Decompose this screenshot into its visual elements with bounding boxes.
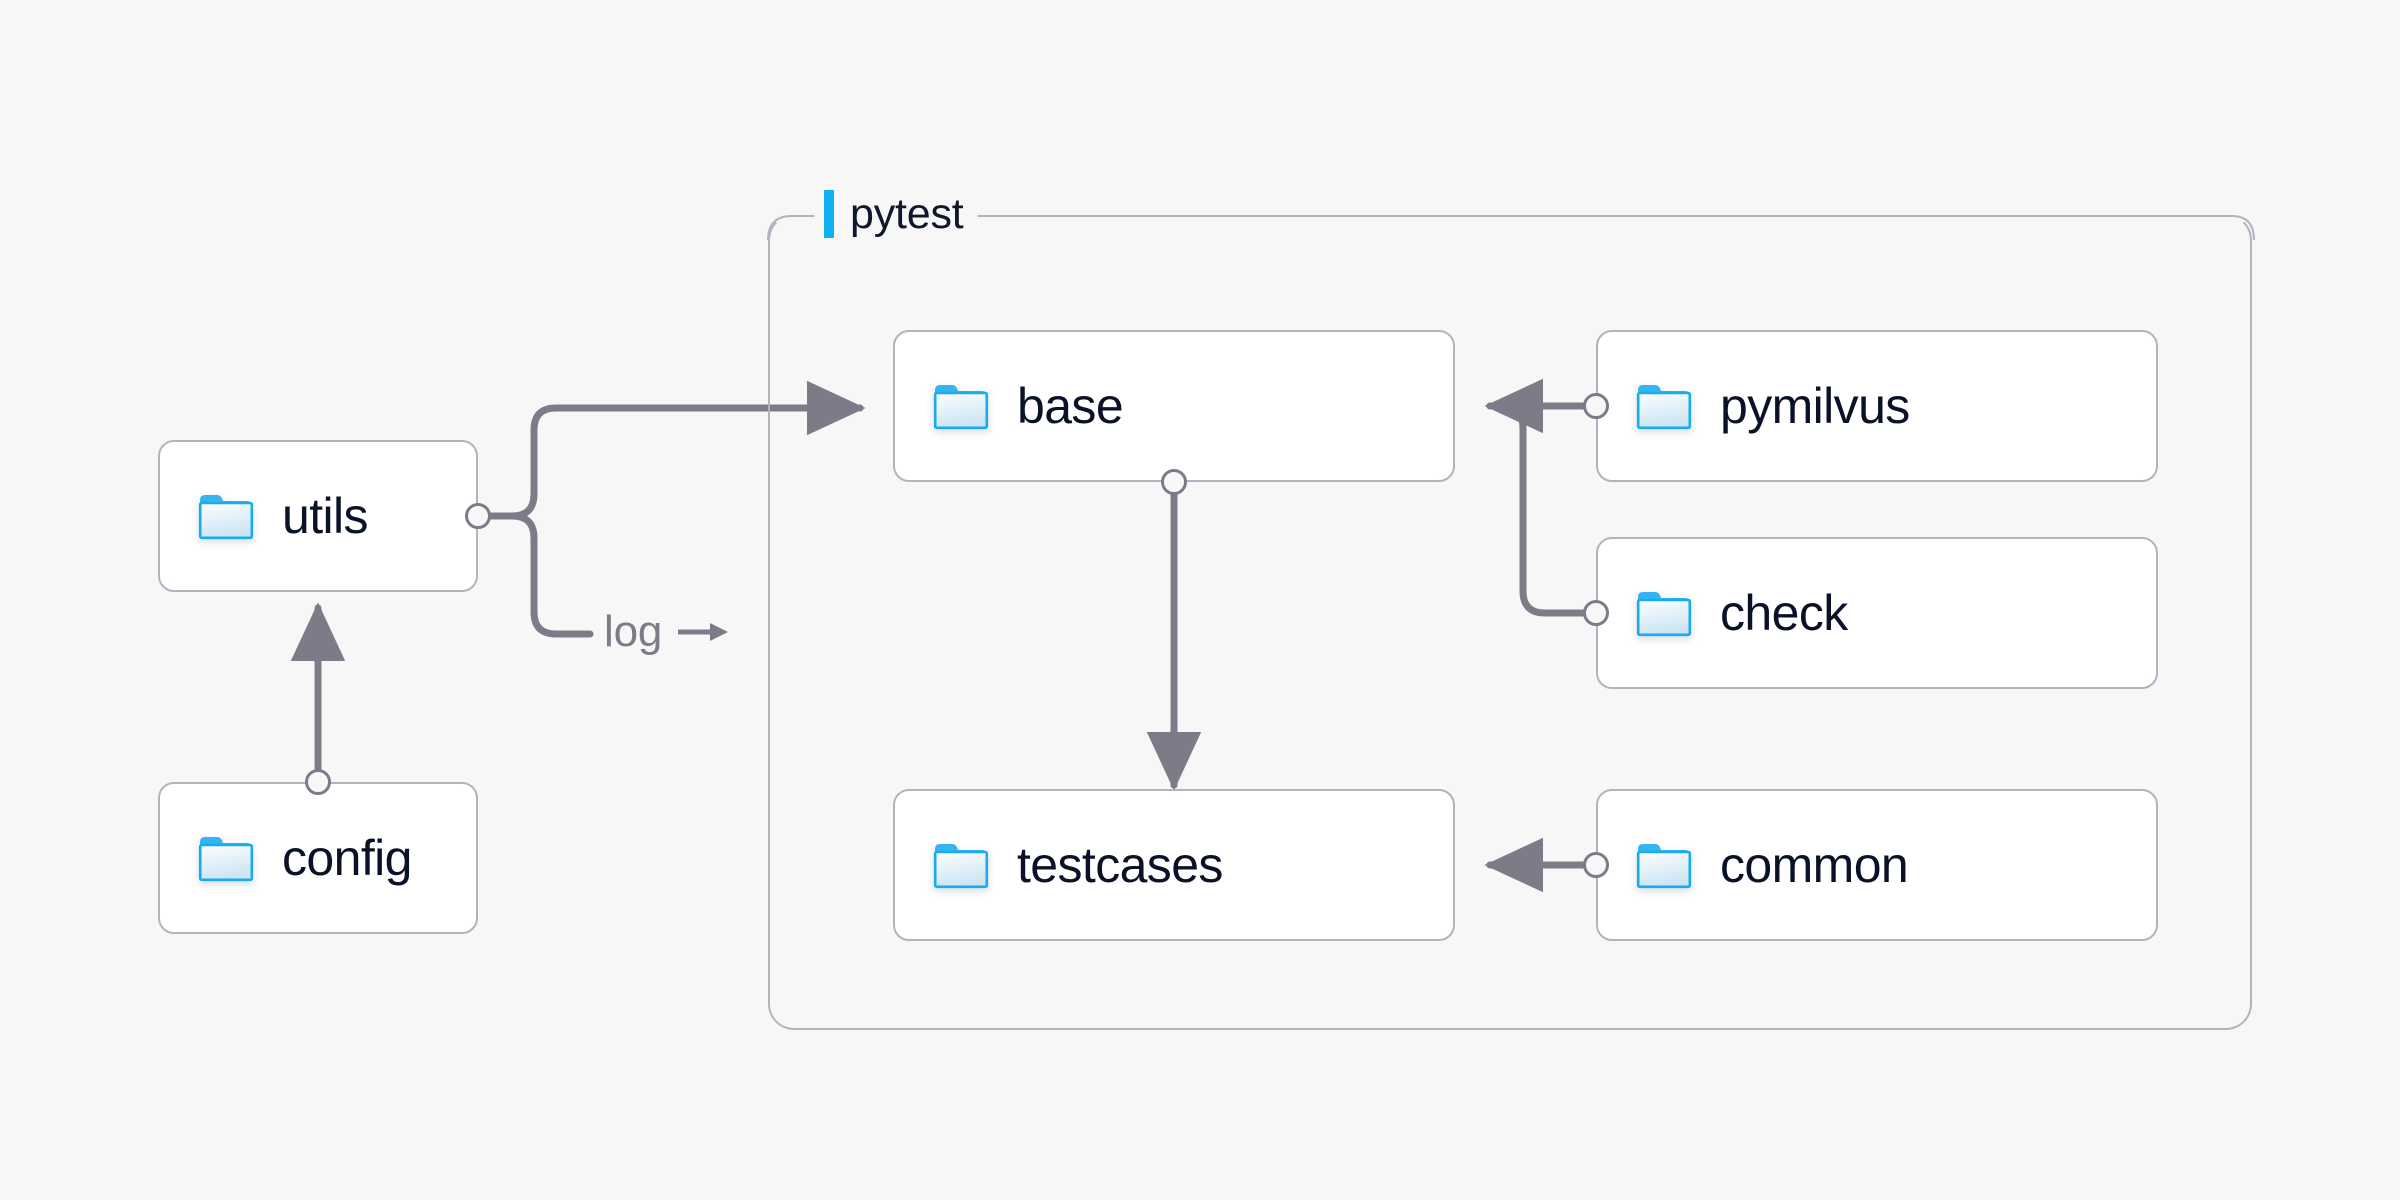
port-utils-right[interactable] (465, 503, 491, 529)
node-testcases[interactable]: testcases (893, 789, 1455, 941)
accent-bar-icon (824, 190, 834, 238)
folder-icon (198, 492, 254, 540)
node-common[interactable]: common (1596, 789, 2158, 941)
group-pytest (767, 214, 2255, 1030)
port-config-top[interactable] (305, 769, 331, 795)
node-pymilvus[interactable]: pymilvus (1596, 330, 2158, 482)
group-pytest-title: pytest (814, 186, 978, 242)
group-top-border (767, 215, 2255, 241)
group-pytest-label: pytest (850, 189, 964, 238)
folder-icon (1636, 382, 1692, 430)
edge-utils-to-log (486, 512, 594, 638)
node-testcases-label: testcases (1017, 837, 1223, 893)
port-check-left[interactable] (1583, 600, 1609, 626)
node-base[interactable]: base (893, 330, 1455, 482)
folder-icon (198, 834, 254, 882)
node-config[interactable]: config (158, 782, 478, 934)
edge-label-log: log (604, 610, 730, 654)
folder-icon (933, 841, 989, 889)
node-check[interactable]: check (1596, 537, 2158, 689)
port-common-left[interactable] (1583, 852, 1609, 878)
folder-icon (933, 382, 989, 430)
folder-icon (1636, 589, 1692, 637)
port-pymilvus-left[interactable] (1583, 393, 1609, 419)
node-check-label: check (1720, 585, 1848, 641)
node-config-label: config (282, 830, 412, 886)
node-utils-label: utils (282, 488, 369, 544)
arrow-right-icon (678, 623, 729, 641)
edge-label-log-text: log (604, 607, 663, 656)
node-pymilvus-label: pymilvus (1720, 378, 1910, 434)
node-common-label: common (1720, 837, 1909, 893)
port-base-bottom[interactable] (1161, 469, 1187, 495)
node-utils[interactable]: utils (158, 440, 478, 592)
node-base-label: base (1017, 378, 1124, 434)
folder-icon (1636, 841, 1692, 889)
